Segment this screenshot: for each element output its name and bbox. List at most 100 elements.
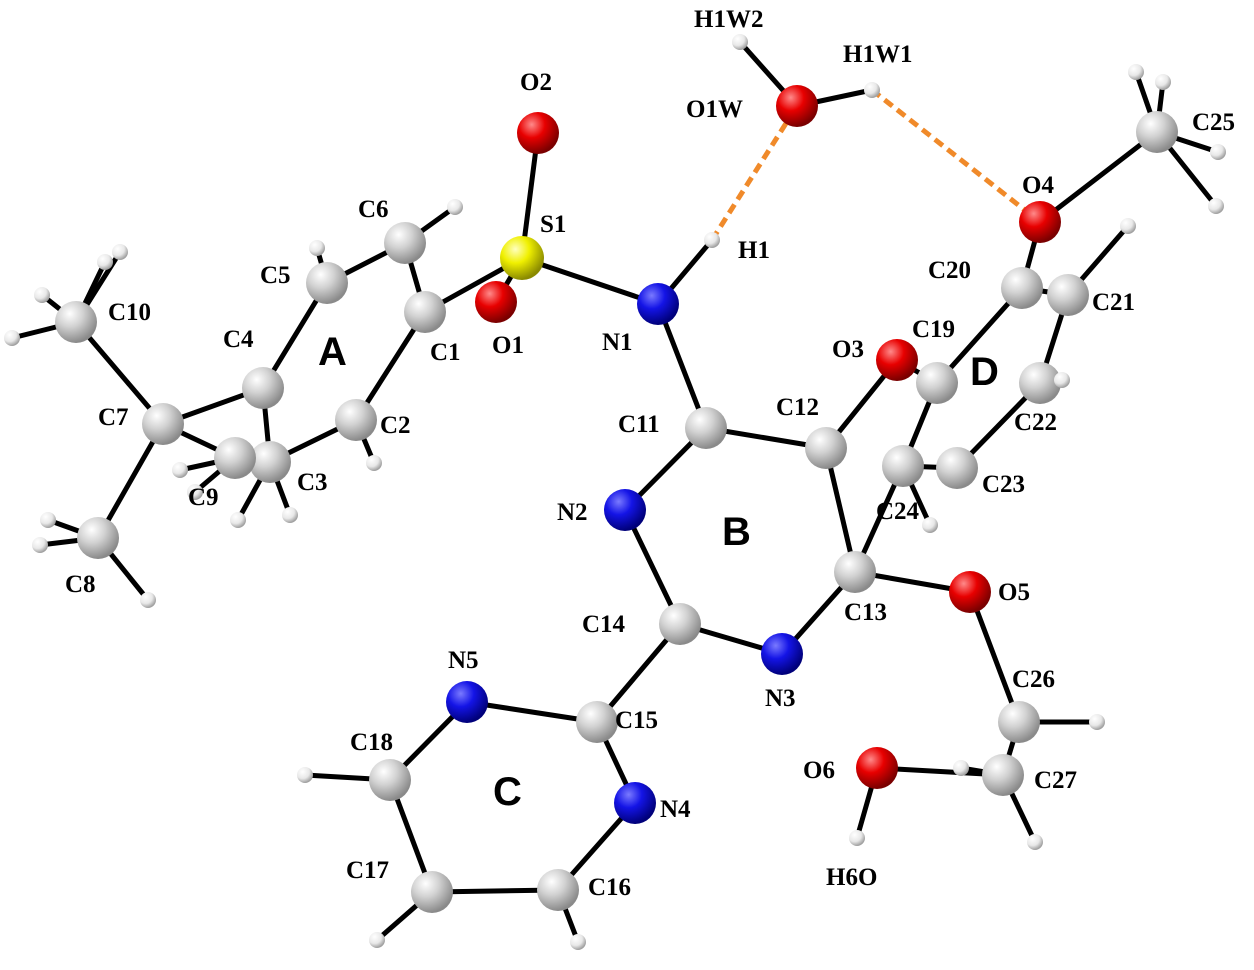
atom-c18 [369,759,411,801]
label-c12: C12 [776,394,819,421]
label-c25: C25 [1192,109,1235,136]
bond-c15-n5 [464,699,600,725]
atom-c27 [982,754,1024,796]
bond-c1-c2 [353,309,428,423]
atom-hc8c [140,592,156,608]
label-n2: N2 [557,499,588,526]
label-c17: C17 [346,857,389,884]
bond-c14-c15 [594,621,683,725]
label-n5: N5 [448,647,479,674]
atom-c2 [335,399,377,441]
atoms-layer [4,34,1226,950]
atom-c11 [685,407,727,449]
atom-c10 [55,301,97,343]
atom-n2 [604,489,646,531]
label-h1w2: H1W2 [694,6,763,33]
atom-c1 [404,291,446,333]
label-c1: C1 [430,339,461,366]
atom-c22 [1019,362,1061,404]
bond-c14-n2 [622,507,683,627]
atom-hc3b [230,512,246,528]
label-c27: C27 [1034,767,1077,794]
label-c18: C18 [350,729,393,756]
atom-c4 [242,367,284,409]
atom-o4 [1019,201,1061,243]
bond-s1-n1 [519,255,661,307]
atom-hc26 [1089,714,1105,730]
label-c3: C3 [297,469,328,496]
atom-o3 [876,339,918,381]
atom-s1 [500,236,544,280]
atom-hc24 [922,517,938,533]
bond-c7-c10 [73,319,166,427]
label-c20: C20 [928,257,971,284]
label-h6o: H6O [826,864,877,891]
atom-h1 [704,232,720,248]
label-h1: H1 [738,237,770,264]
atom-hc16 [570,934,586,950]
label-c8: C8 [65,571,96,598]
atom-hc8a [40,512,56,528]
atom-c15 [576,701,618,743]
label-c4: C4 [223,326,254,353]
label-c2: C2 [380,412,411,439]
atom-c7 [142,403,184,445]
ring-label-a: A [318,330,347,374]
atom-hc18 [297,767,313,783]
label-o4: O4 [1022,172,1054,199]
atom-hc6 [447,199,463,215]
atom-c25 [1136,111,1178,153]
label-c22: C22 [1014,409,1057,436]
label-n1: N1 [602,329,633,356]
atom-hc22 [1054,372,1070,388]
label-c10: C10 [108,299,151,326]
atom-hc27a [953,760,969,776]
hydrogen-bond-h1w1-o4 [870,88,1042,224]
atom-c24 [882,445,924,487]
label-c23: C23 [982,471,1025,498]
atom-hc25b [1155,74,1171,90]
atom-hc25a [1128,64,1144,80]
bond-o5-c26 [967,589,1022,725]
label-n4: N4 [660,796,691,823]
atom-h1w1 [864,82,880,98]
bond-c16-c17 [429,887,561,895]
hydrogen-bonds-layer [709,88,1042,242]
label-o5: O5 [998,579,1030,606]
hydrogen-bond-h1-o1w [709,104,800,242]
ring-label-d: D [970,350,999,394]
bond-c7-c8 [95,421,166,541]
atom-c9 [214,437,256,479]
atom-hc25d [1208,198,1224,214]
ring-label-c: C [493,770,522,814]
label-c14: C14 [582,611,626,638]
atom-c16 [537,869,579,911]
ring-label-b: B [722,510,751,554]
atom-h6o [849,830,865,846]
bond-c12-c13 [823,445,858,575]
atom-c21 [1047,274,1089,316]
atom-c19 [916,362,958,404]
atom-c3 [249,441,291,483]
atom-n1 [637,283,679,325]
atom-hc10d [97,254,113,270]
atom-hc3 [282,507,298,523]
label-o2: O2 [520,69,552,96]
label-c21: C21 [1092,289,1135,316]
label-c7: C7 [98,404,129,431]
atom-hc10c [112,244,128,260]
label-n3: N3 [765,685,796,712]
atom-n3 [761,633,803,675]
label-c9: C9 [188,484,219,511]
atom-c17 [411,871,453,913]
atom-c26 [998,701,1040,743]
bond-o4-c25 [1037,129,1160,225]
label-c15: C15 [615,707,658,734]
atom-c8 [77,517,119,559]
atom-c12 [805,427,847,469]
label-o1w: O1W [686,96,743,123]
atom-o1 [475,281,517,323]
labels-layer: C1C2C3C4C5C6C7C8C9C10C11C12C13C14C15C16C… [65,6,1235,901]
